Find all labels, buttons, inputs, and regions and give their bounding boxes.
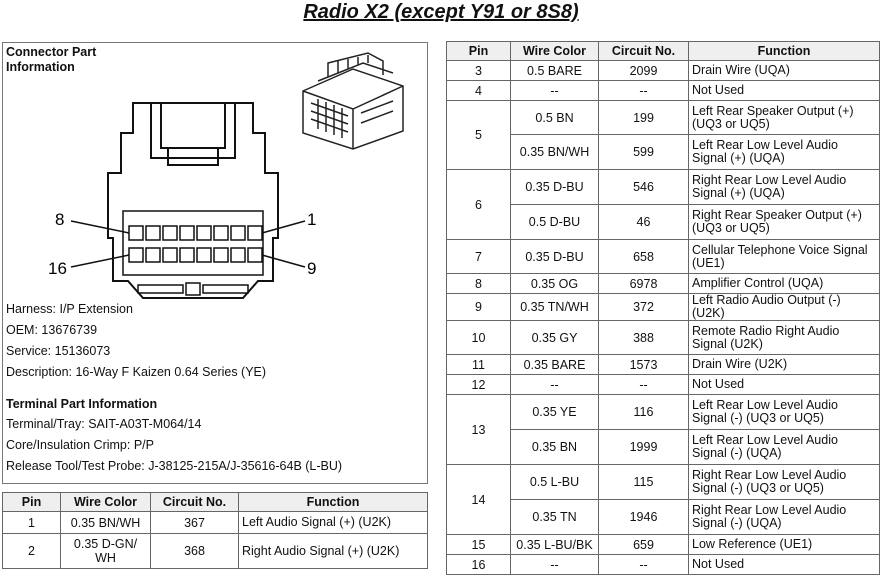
table-cell-pin: 4 (446, 80, 511, 101)
crimp-text: Core/Insulation Crimp: P/P (6, 438, 154, 452)
left-pin-table: Pin Wire Color Circuit No. Function 1 0.… (2, 492, 428, 569)
table-cell-pin: 10 (446, 320, 511, 355)
table-cell-circuit: 6978 (598, 273, 689, 294)
table-cell-pin: 15 (446, 534, 511, 555)
connector-info-panel: Connector Part Information (2, 42, 428, 484)
terminal-tray-text: Terminal/Tray: SAIT-A03T-M064/14 (6, 417, 202, 431)
table-cell-pin: 14 (446, 464, 511, 535)
table-cell-wire: 0.35 OG (510, 273, 599, 294)
table-cell-wire: 0.35 YE (510, 394, 599, 430)
col-function: Function (238, 492, 428, 512)
table-cell-circuit: 372 (598, 293, 689, 321)
description-text: Description: 16-Way F Kaizen 0.64 Series… (6, 365, 267, 379)
connector-face-diagram: 8 16 1 9 (48, 102, 316, 299)
service-text: Service: 15136073 (6, 344, 111, 358)
table-cell-pin: 7 (446, 239, 511, 274)
table-cell-wire: 0.35 TN (510, 499, 599, 535)
table-cell-circuit: 1946 (598, 499, 689, 535)
pin-label-8: 8 (55, 210, 64, 229)
pin-label-1: 1 (307, 210, 316, 229)
table-cell-wire: 0.5 BN (510, 100, 599, 135)
table-cell-function: Drain Wire (UQA) (688, 60, 880, 81)
connector-info-header: Connector Part Information (6, 45, 97, 74)
table-cell-function: Left Rear Speaker Output (+) (UQ3 or UQ5… (688, 100, 880, 135)
col-pin: Pin (2, 492, 61, 512)
table-cell-circuit: 116 (598, 394, 689, 430)
table-cell-function: Left Rear Low Level Audio Signal (-) (UQ… (688, 429, 880, 465)
table-cell-function: Low Reference (UE1) (688, 534, 880, 555)
table-cell-function: Right Audio Signal (+) (U2K) (238, 533, 428, 569)
table-cell-function: Not Used (688, 80, 880, 101)
table-cell-wire: 0.35 TN/WH (510, 293, 599, 321)
table-cell-pin: 6 (446, 169, 511, 240)
release-tool-text: Release Tool/Test Probe: J-38125-215A/J-… (6, 459, 343, 473)
table-cell-circuit: 2099 (598, 60, 689, 81)
table-cell-wire: 0.35 BN/WH (510, 134, 599, 170)
col-wire-color: Wire Color (510, 41, 599, 61)
table-cell-pin: 11 (446, 354, 511, 375)
table-cell-wire: 0.35 D-GN/ WH (60, 533, 151, 569)
table-cell-circuit: 388 (598, 320, 689, 355)
table-cell-circuit: 1999 (598, 429, 689, 465)
table-cell-wire: 0.35 BARE (510, 354, 599, 375)
table-cell-function: Drain Wire (U2K) (688, 354, 880, 375)
table-cell-function: Not Used (688, 374, 880, 395)
table-cell-circuit: 199 (598, 100, 689, 135)
table-cell-function: Right Rear Speaker Output (+) (UQ3 or UQ… (688, 204, 880, 240)
table-cell-pin: 1 (2, 511, 61, 534)
table-cell-function: Right Rear Low Level Audio Signal (-) (U… (688, 499, 880, 535)
table-cell-circuit: 659 (598, 534, 689, 555)
pin-label-16: 16 (48, 259, 67, 278)
table-cell-function: Left Audio Signal (+) (U2K) (238, 511, 428, 534)
col-pin: Pin (446, 41, 511, 61)
connector-isometric-image (302, 52, 404, 150)
table-cell-wire: 0.35 GY (510, 320, 599, 355)
col-circuit: Circuit No. (598, 41, 689, 61)
table-cell-function: Right Rear Low Level Audio Signal (-) (U… (688, 464, 880, 500)
table-cell-circuit: 368 (150, 533, 239, 569)
table-cell-wire: 0.35 BN (510, 429, 599, 465)
table-cell-pin: 5 (446, 100, 511, 170)
table-cell-wire: 0.5 L-BU (510, 464, 599, 500)
table-cell-wire: 0.5 D-BU (510, 204, 599, 240)
table-cell-wire: -- (510, 374, 599, 395)
col-circuit: Circuit No. (150, 492, 239, 512)
col-wire-color: Wire Color (60, 492, 151, 512)
right-pin-table: Pin Wire Color Circuit No. Function 3 0.… (446, 41, 880, 575)
terminal-info-header: Terminal Part Information (6, 397, 158, 411)
table-cell-function: Left Radio Audio Output (-) (U2K) (688, 293, 880, 321)
table-cell-wire: 0.35 D-BU (510, 239, 599, 274)
table-cell-wire: 0.35 L-BU/BK (510, 534, 599, 555)
table-cell-circuit: 658 (598, 239, 689, 274)
table-cell-pin: 2 (2, 533, 61, 569)
table-cell-pin: 8 (446, 273, 511, 294)
table-cell-function: Left Rear Low Level Audio Signal (-) (UQ… (688, 394, 880, 430)
table-cell-circuit: 599 (598, 134, 689, 170)
table-cell-circuit: 1573 (598, 354, 689, 375)
table-cell-wire: 0.5 BARE (510, 60, 599, 81)
table-cell-pin: 12 (446, 374, 511, 395)
table-cell-wire: 0.35 BN/WH (60, 511, 151, 534)
table-cell-function: Left Rear Low Level Audio Signal (+) (UQ… (688, 134, 880, 170)
pin-label-9: 9 (307, 259, 316, 278)
table-cell-function: Amplifier Control (UQA) (688, 273, 880, 294)
table-cell-wire: -- (510, 80, 599, 101)
table-cell-function: Right Rear Low Level Audio Signal (+) (U… (688, 169, 880, 205)
table-cell-circuit: 46 (598, 204, 689, 240)
harness-text: Harness: I/P Extension (6, 302, 133, 316)
table-cell-circuit: 115 (598, 464, 689, 500)
table-cell-function: Remote Radio Right Audio Signal (U2K) (688, 320, 880, 355)
table-cell-circuit: 367 (150, 511, 239, 534)
oem-text: OEM: 13676739 (6, 323, 98, 337)
page-title: Radio X2 (except Y91 or 8S8) (303, 1, 579, 23)
table-cell-pin: 13 (446, 394, 511, 465)
table-cell-circuit: -- (598, 374, 689, 395)
table-cell-wire: 0.35 D-BU (510, 169, 599, 205)
table-cell-pin: 3 (446, 60, 511, 81)
table-cell-pin: 9 (446, 293, 511, 321)
table-cell-circuit: -- (598, 80, 689, 101)
table-cell-circuit: 546 (598, 169, 689, 205)
table-cell-function: Cellular Telephone Voice Signal (UE1) (688, 239, 880, 274)
col-function: Function (688, 41, 880, 61)
